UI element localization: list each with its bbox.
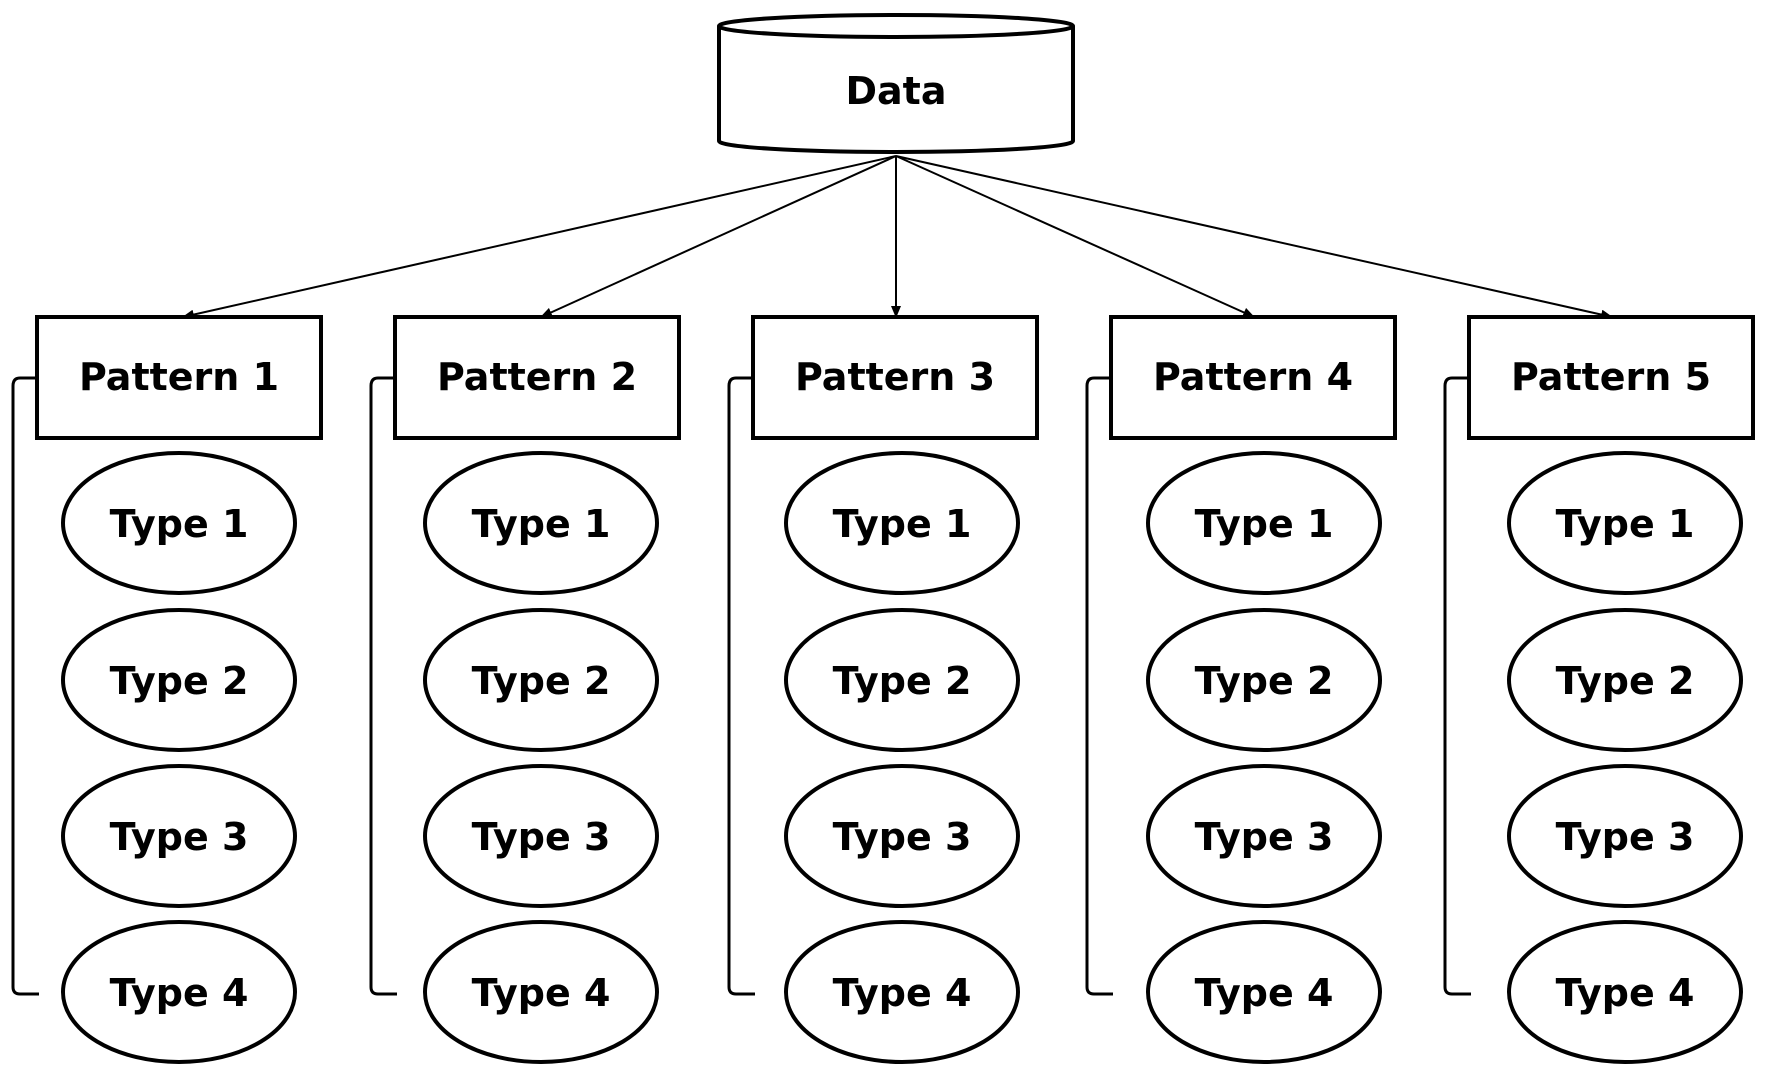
pattern-1-type-4-node bbox=[61, 920, 297, 1064]
pattern-4-type-2-node bbox=[1146, 608, 1382, 752]
arrow-to-pattern-5 bbox=[895, 155, 1613, 320]
arrow-to-pattern-4 bbox=[895, 155, 1255, 318]
pattern-5-type-3-label: Type 3 bbox=[1556, 815, 1695, 859]
pattern-4-type-3-node bbox=[1146, 764, 1382, 908]
pattern-column: Pattern 2 Type 1 Type 2 Type 3 Type 4 bbox=[369, 155, 897, 1064]
pattern-2-label: Pattern 2 bbox=[437, 355, 637, 399]
pattern-column: Pattern 3 Type 1 Type 2 Type 3 Type 4 bbox=[727, 156, 1039, 1064]
pattern-column: Pattern 1 Type 1 Type 2 Type 3 Type 4 bbox=[11, 155, 897, 1064]
pattern-4-type-3-label: Type 3 bbox=[1195, 815, 1334, 859]
pattern-3-type-2-label: Type 2 bbox=[833, 659, 972, 703]
pattern-columns: Pattern 1 Type 1 Type 2 Type 3 Type 4 Pa… bbox=[11, 155, 1755, 1064]
pattern-5-bracket bbox=[1443, 376, 1471, 996]
pattern-3-type-4-label: Type 4 bbox=[833, 971, 972, 1015]
pattern-4-type-4-label: Type 4 bbox=[1195, 971, 1334, 1015]
pattern-1-label: Pattern 1 bbox=[79, 355, 279, 399]
pattern-3-type-1-label: Type 1 bbox=[833, 502, 972, 546]
pattern-2-type-3-label: Type 3 bbox=[472, 815, 611, 859]
pattern-4-type-1-node bbox=[1146, 451, 1382, 595]
pattern-2-type-4-node bbox=[423, 920, 659, 1064]
pattern-5-type-1-label: Type 1 bbox=[1556, 502, 1695, 546]
pattern-1-bracket bbox=[11, 376, 39, 996]
pattern-5-type-3-node bbox=[1507, 764, 1743, 908]
pattern-4-type-1-label: Type 1 bbox=[1195, 502, 1334, 546]
pattern-5-label: Pattern 5 bbox=[1511, 355, 1711, 399]
pattern-2-type-2-label: Type 2 bbox=[472, 659, 611, 703]
pattern-3-type-3-node bbox=[784, 764, 1020, 908]
arrow-to-pattern-2 bbox=[540, 155, 897, 318]
pattern-3-type-2-node bbox=[784, 608, 1020, 752]
pattern-2-type-2-node bbox=[423, 608, 659, 752]
pattern-2-type-4-label: Type 4 bbox=[472, 971, 611, 1015]
pattern-4-type-2-label: Type 2 bbox=[1195, 659, 1334, 703]
pattern-1-box bbox=[35, 315, 323, 440]
pattern-1-type-2-label: Type 2 bbox=[110, 659, 249, 703]
data-node: Data bbox=[717, 13, 1075, 154]
pattern-1-type-1-label: Type 1 bbox=[110, 502, 249, 546]
pattern-2-bracket bbox=[369, 376, 397, 996]
pattern-4-type-4-node bbox=[1146, 920, 1382, 1064]
data-label: Data bbox=[846, 69, 947, 113]
pattern-3-type-3-label: Type 3 bbox=[833, 815, 972, 859]
pattern-3-bracket bbox=[727, 376, 755, 996]
pattern-1-type-3-node bbox=[61, 764, 297, 908]
pattern-column: Pattern 4 Type 1 Type 2 Type 3 Type 4 bbox=[895, 155, 1397, 1064]
pattern-2-type-3-node bbox=[423, 764, 659, 908]
pattern-5-type-1-node bbox=[1507, 451, 1743, 595]
pattern-2-type-1-label: Type 1 bbox=[472, 502, 611, 546]
pattern-5-type-4-label: Type 4 bbox=[1556, 971, 1695, 1015]
pattern-4-bracket bbox=[1085, 376, 1113, 996]
pattern-1-type-4-label: Type 4 bbox=[110, 971, 249, 1015]
pattern-5-box bbox=[1467, 315, 1755, 440]
pattern-4-label: Pattern 4 bbox=[1153, 355, 1353, 399]
arrow-to-pattern-1 bbox=[182, 155, 897, 320]
pattern-1-type-1-node bbox=[61, 451, 297, 595]
pattern-5-type-2-label: Type 2 bbox=[1556, 659, 1695, 703]
pattern-4-box bbox=[1109, 315, 1397, 440]
pattern-column: Pattern 5 Type 1 Type 2 Type 3 Type 4 bbox=[895, 155, 1755, 1064]
pattern-1-type-2-node bbox=[61, 608, 297, 752]
data-cylinder-top bbox=[717, 13, 1075, 39]
data-cylinder-body bbox=[717, 26, 1075, 154]
pattern-3-label: Pattern 3 bbox=[795, 355, 995, 399]
pattern-2-box bbox=[393, 315, 681, 440]
pattern-1-type-3-label: Type 3 bbox=[110, 815, 249, 859]
pattern-5-type-4-node bbox=[1507, 920, 1743, 1064]
pattern-3-type-4-node bbox=[784, 920, 1020, 1064]
pattern-3-box bbox=[751, 315, 1039, 440]
pattern-2-type-1-node bbox=[423, 451, 659, 595]
pattern-5-type-2-node bbox=[1507, 608, 1743, 752]
pattern-3-type-1-node bbox=[784, 451, 1020, 595]
